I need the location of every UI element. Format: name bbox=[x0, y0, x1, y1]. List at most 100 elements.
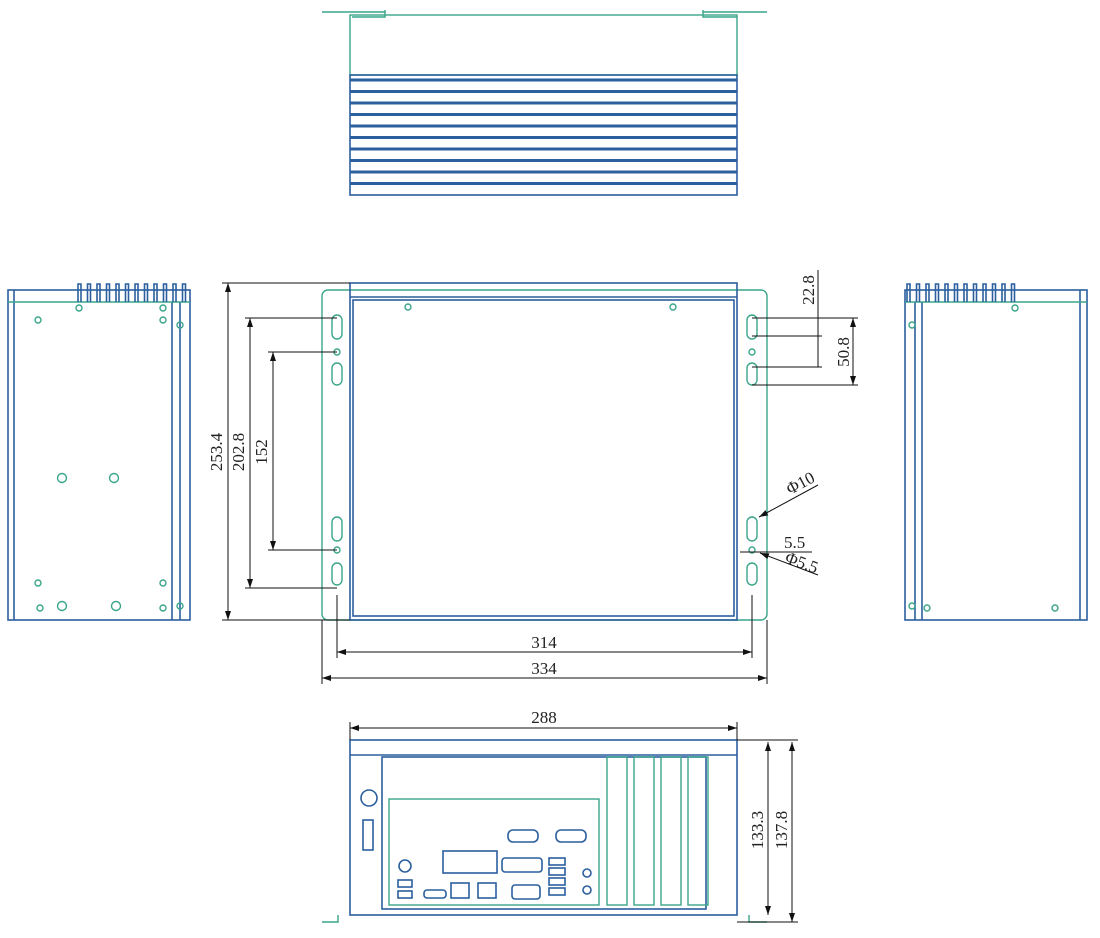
audio-jack bbox=[582, 885, 592, 895]
expansion-slot bbox=[633, 756, 655, 906]
side-fin bbox=[172, 283, 177, 302]
foot-hole-icon bbox=[108, 472, 120, 484]
usb-port bbox=[548, 867, 566, 876]
serial-port bbox=[555, 829, 587, 843]
lan-port bbox=[477, 882, 497, 899]
dim-body-width: 288 bbox=[531, 708, 557, 727]
rear-body bbox=[349, 739, 738, 916]
mounting-plate bbox=[321, 289, 768, 621]
keyhole-icon bbox=[331, 562, 343, 586]
screw-icon bbox=[34, 316, 42, 324]
screw-icon bbox=[669, 303, 677, 311]
phoenix-connector bbox=[442, 850, 498, 874]
dim-body-depth-inner: 133.3 bbox=[748, 811, 767, 849]
side-fin bbox=[972, 283, 978, 302]
foot-hole-icon bbox=[56, 472, 68, 484]
keyhole-icon bbox=[746, 314, 758, 340]
top-cover bbox=[349, 14, 738, 76]
side-fin bbox=[77, 283, 82, 302]
side-fin bbox=[134, 283, 139, 302]
usb-port bbox=[397, 890, 413, 899]
side-fin bbox=[115, 283, 120, 302]
top-view bbox=[322, 10, 767, 196]
left-mounting-bracket bbox=[322, 10, 386, 18]
dc-power-connector bbox=[362, 819, 374, 851]
dim-outer-hole-span: 202.8 bbox=[229, 433, 248, 471]
side-fin bbox=[1010, 283, 1016, 302]
side-fin bbox=[181, 283, 187, 302]
side-fin bbox=[982, 283, 987, 302]
dim-hole-spacing-width: 314 bbox=[531, 633, 557, 652]
side-fin bbox=[86, 283, 92, 302]
right-side-view bbox=[904, 283, 1088, 621]
left-side-body bbox=[7, 289, 191, 621]
dimension-lines bbox=[222, 270, 858, 923]
dim-hole-pitch-lower: 50.8 bbox=[834, 337, 853, 367]
screw-icon bbox=[159, 316, 167, 324]
chassis-panel bbox=[352, 299, 735, 617]
keyhole-icon bbox=[746, 362, 758, 386]
keyhole-icon bbox=[331, 362, 343, 386]
expansion-slot bbox=[687, 756, 709, 906]
usb-port bbox=[548, 877, 566, 886]
foot-hole-icon bbox=[110, 600, 122, 612]
side-fin bbox=[953, 283, 959, 302]
screw-icon bbox=[159, 579, 167, 587]
side-fin bbox=[991, 283, 997, 302]
dim-inner-hole-span: 152 bbox=[252, 439, 271, 465]
screw-icon bbox=[176, 602, 184, 610]
keyhole-icon bbox=[746, 516, 758, 542]
side-fin bbox=[944, 283, 949, 302]
foot-hole-icon bbox=[56, 600, 68, 612]
io-bracket bbox=[381, 756, 707, 910]
screw-icon bbox=[923, 604, 931, 612]
side-fin bbox=[153, 283, 158, 302]
side-fin bbox=[963, 283, 968, 302]
right-side-body bbox=[904, 289, 1088, 621]
screw-icon bbox=[159, 604, 167, 612]
power-button-icon bbox=[360, 789, 378, 807]
dvi-port bbox=[501, 857, 543, 873]
screw-icon bbox=[404, 303, 412, 311]
screw-icon bbox=[908, 321, 916, 329]
side-fin bbox=[925, 283, 930, 302]
side-fin bbox=[934, 283, 940, 302]
vga-port bbox=[511, 884, 541, 900]
side-fin bbox=[915, 283, 921, 302]
screw-icon bbox=[176, 321, 184, 329]
mounting-hole-icon bbox=[748, 348, 756, 356]
dim-bracket-width: 334 bbox=[531, 659, 557, 678]
screw-icon bbox=[34, 579, 42, 587]
chassis-body bbox=[349, 282, 738, 621]
dim-slot-width: 5.5 bbox=[784, 533, 805, 552]
screw-icon bbox=[908, 602, 916, 610]
keyhole-icon bbox=[746, 562, 758, 586]
side-fin bbox=[96, 283, 101, 302]
screw-icon bbox=[1051, 604, 1059, 612]
side-fin bbox=[124, 283, 130, 302]
serial-port bbox=[507, 829, 539, 843]
mounting-bracket-foot bbox=[322, 915, 767, 923]
screw-icon bbox=[36, 604, 44, 612]
ground-screw-icon bbox=[398, 859, 412, 873]
screw-icon bbox=[159, 304, 167, 312]
dim-keyhole-diameter: Φ10 bbox=[783, 468, 818, 499]
side-fin bbox=[1001, 283, 1006, 302]
expansion-slot bbox=[606, 756, 628, 906]
side-fin bbox=[906, 283, 911, 302]
lan-port bbox=[450, 882, 470, 899]
right-mounting-bracket bbox=[702, 10, 767, 18]
dim-small-hole-diameter: Φ5.5 bbox=[783, 548, 821, 577]
side-fin bbox=[105, 283, 111, 302]
screw-icon bbox=[75, 304, 83, 312]
left-side-view bbox=[7, 283, 191, 621]
usb-port bbox=[548, 857, 566, 866]
keyhole-icon bbox=[331, 314, 343, 340]
dim-body-depth-outer: 137.8 bbox=[772, 811, 791, 849]
expansion-slot bbox=[660, 756, 682, 906]
front-view bbox=[321, 282, 768, 621]
usb-port bbox=[548, 887, 566, 896]
keyhole-icon bbox=[331, 516, 343, 542]
